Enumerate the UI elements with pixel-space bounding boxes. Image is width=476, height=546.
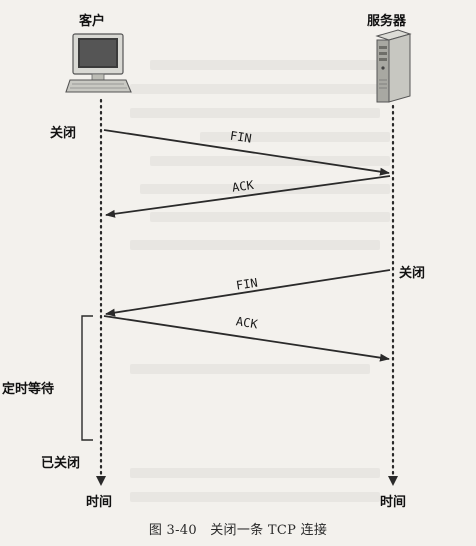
client-closed-label: 已关闭	[41, 456, 81, 471]
server-time-arrow	[388, 476, 398, 486]
client-close-label: 关闭	[50, 126, 77, 141]
desktop-computer-icon	[65, 33, 132, 93]
server-time-label: 时间	[380, 495, 407, 510]
ack-label-1: ACK	[231, 178, 255, 195]
time-wait-label: 定时等待	[2, 382, 55, 397]
time-wait-bracket	[81, 315, 93, 441]
ack-label-2: ACK	[235, 314, 259, 331]
client-title: 客户	[79, 14, 106, 29]
fin-arrow-server-to-client	[105, 269, 391, 317]
fin-arrow-client-to-server	[103, 129, 390, 176]
client-time-label: 时间	[86, 495, 113, 510]
server-close-label: 关闭	[399, 266, 426, 281]
fin-label-1: FIN	[229, 129, 253, 146]
ack-arrow-server-to-client	[105, 175, 391, 218]
client-time-arrow	[96, 476, 106, 486]
server-title: 服务器	[367, 14, 407, 29]
ack-arrow-client-to-server	[103, 315, 390, 362]
server-tower-icon	[375, 29, 412, 103]
figure-caption: 图 3-40 关闭一条 TCP 连接	[148, 523, 328, 538]
fin-label-2: FIN	[235, 276, 259, 293]
